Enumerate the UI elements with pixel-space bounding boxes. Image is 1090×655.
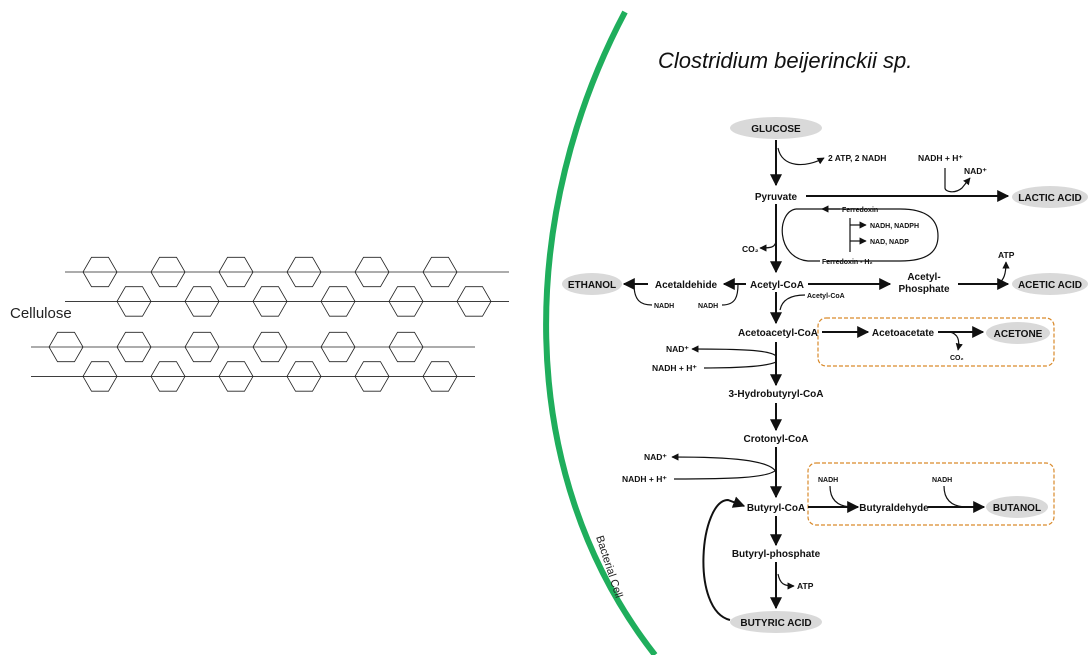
lactic-acid-oval <box>1012 186 1088 208</box>
crotonyl-coa-label: Crotonyl-CoA <box>744 434 809 445</box>
cellulose-label: Cellulose <box>10 305 72 322</box>
arrow-co2-acetone <box>949 331 963 351</box>
acetic-acid-oval <box>1012 273 1088 295</box>
nadh-nadph-label: NADH, NADPH <box>870 223 919 230</box>
nadh-acetaldehide-curve <box>721 283 739 306</box>
arrow-atp-butyric <box>777 573 795 590</box>
butyryl-phosphate-label: Butyryl-phosphate <box>732 549 821 560</box>
pyruvate-label: Pyruvate <box>755 192 798 203</box>
nadh-h-1-label: NADH + H⁺ <box>652 363 697 373</box>
acetone-label: ACETONE <box>994 329 1043 340</box>
co2-pyruvate-label: CO₂ <box>742 244 759 254</box>
nadh-butanol-2-curve <box>943 485 965 508</box>
ethanol-oval <box>562 273 622 295</box>
nadh-1-curve <box>703 361 777 369</box>
acetyl-coa-label: Acetyl-CoA <box>750 280 804 291</box>
acetone-oval <box>986 322 1050 344</box>
cellulose-chain <box>31 256 509 392</box>
atp-nadh-label: 2 ATP, 2 NADH <box>828 153 886 163</box>
ferredoxin-loop <box>796 208 939 262</box>
nadh-ethanol-label: NADH <box>654 303 674 310</box>
butyraldehyde-label: Butyraldehyde <box>859 503 929 514</box>
acetic-acid-label: ACETIC ACID <box>1018 280 1082 291</box>
glucose-label: GLUCOSE <box>751 124 801 135</box>
nad-1-label: NAD⁺ <box>666 344 689 354</box>
nad-2-label: NAD⁺ <box>644 452 667 462</box>
atp-butyric-label: ATP <box>797 581 814 591</box>
arrow-co2-release <box>759 239 777 252</box>
ferredoxin-h2-label: Ferredoxin - H₂ <box>822 259 873 266</box>
butanol-branch-box <box>807 462 1055 526</box>
acetoacetyl-coa-label: Acetoacetyl-CoA <box>738 328 818 339</box>
arrow-atp-acetic <box>997 261 1010 285</box>
ferredoxin-inner-curve <box>781 208 820 262</box>
nadh-h-lactic-label: NADH + H⁺ <box>918 153 963 163</box>
nadh-butanol-2-label: NADH <box>932 477 952 484</box>
ferredoxin-label: Ferredoxin <box>842 207 878 214</box>
butanol-label: BUTANOL <box>993 503 1041 514</box>
nad-lactic-label: NAD⁺ <box>964 166 987 176</box>
butyric-acid-label: BUTYRIC ACID <box>740 618 811 629</box>
butyric-acid-oval <box>730 611 822 633</box>
co2-acetone-label: CO₂ <box>950 355 964 362</box>
nadh-h-2-label: NADH + H⁺ <box>622 474 667 484</box>
arrow-nadh-lactic-cofactor <box>944 168 971 193</box>
lactic-acid-label: LACTIC ACID <box>1018 193 1082 204</box>
hydrobutyryl-coa-label: 3-Hydrobutyryl-CoA <box>728 389 823 400</box>
acetyl-phosphate-label-2: Phosphate <box>898 284 950 295</box>
cell-wall-arc <box>543 10 658 655</box>
acetoacetate-label: Acetoacetate <box>872 328 935 339</box>
nadh-butanol-1-curve <box>829 485 851 508</box>
diagram-title: Clostridium beijerinckii sp. <box>658 48 912 73</box>
atp-acetic-label: ATP <box>998 250 1015 260</box>
glucose-oval <box>730 117 822 139</box>
nadh-2-curve <box>673 469 777 480</box>
nadh-butanol-1-label: NADH <box>818 477 838 484</box>
acetone-branch-box <box>817 317 1055 367</box>
nad-nadp-label: NAD, NADP <box>870 239 909 246</box>
arrow-butyric-recycle <box>702 496 746 621</box>
acetaldehide-label: Acetaldehide <box>655 280 718 291</box>
arrow-nad-2 <box>671 453 777 473</box>
acetyl-coa-small-label: Acetyl-CoA <box>807 293 845 300</box>
butanol-oval <box>986 496 1048 518</box>
arrow-atp-nadh-release <box>777 147 825 166</box>
ethanol-label: ETHANOL <box>568 280 616 291</box>
acetylcoa-small-hook <box>779 294 806 311</box>
arrow-nad-1 <box>691 345 777 357</box>
nadh-acetaldehide-label: NADH <box>698 303 718 310</box>
acetyl-phosphate-label-1: Acetyl- <box>907 272 940 283</box>
butyryl-coa-label: Butyryl-CoA <box>747 503 805 514</box>
nadh-ethanol-curve <box>633 283 653 306</box>
